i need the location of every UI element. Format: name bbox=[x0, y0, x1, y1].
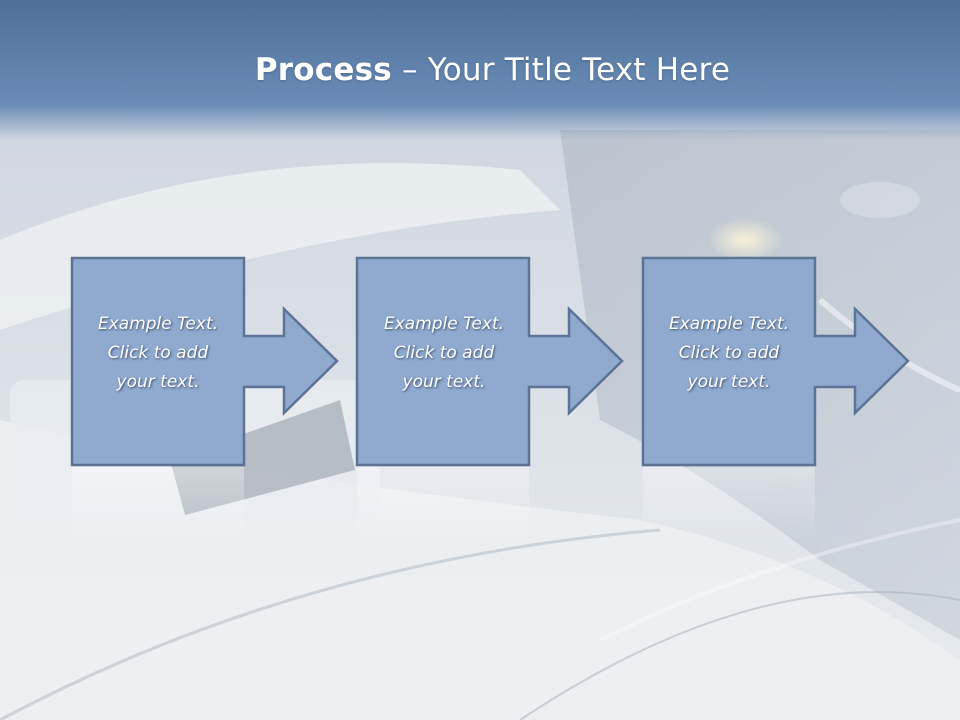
step-text-2[interactable]: Example Text. Click to add your text. bbox=[358, 310, 530, 397]
step-2-line-3: your text. bbox=[402, 372, 486, 392]
step-3-line-2: Click to add bbox=[678, 343, 780, 363]
step-arrow-2 bbox=[355, 256, 624, 467]
slide-title-rest: – Your Title Text Here bbox=[391, 52, 731, 88]
slide-title-bold: Process bbox=[254, 52, 392, 88]
step-3-line-1: Example Text. bbox=[668, 314, 790, 334]
step-reflection-2 bbox=[357, 467, 529, 540]
step-2-line-2: Click to add bbox=[393, 343, 495, 363]
step-1-line-1: Example Text. bbox=[97, 314, 219, 334]
process-step-3[interactable] bbox=[641, 256, 910, 540]
step-text-3[interactable]: Example Text. Click to add your text. bbox=[643, 310, 815, 397]
step-reflection-3 bbox=[643, 467, 815, 540]
step-reflection-1 bbox=[72, 467, 244, 540]
process-step-2[interactable] bbox=[355, 256, 624, 540]
step-1-line-2: Click to add bbox=[107, 343, 209, 363]
title-band bbox=[0, 0, 960, 140]
process-step-1[interactable] bbox=[70, 256, 339, 540]
slide-title[interactable]: Process – Your Title Text Here bbox=[0, 52, 960, 88]
step-2-line-1: Example Text. bbox=[383, 314, 505, 334]
step-3-line-3: your text. bbox=[687, 372, 771, 392]
step-arrow-3 bbox=[641, 256, 910, 467]
step-arrow-1 bbox=[70, 256, 339, 467]
step-1-line-3: your text. bbox=[116, 372, 200, 392]
step-text-1[interactable]: Example Text. Click to add your text. bbox=[72, 310, 244, 397]
